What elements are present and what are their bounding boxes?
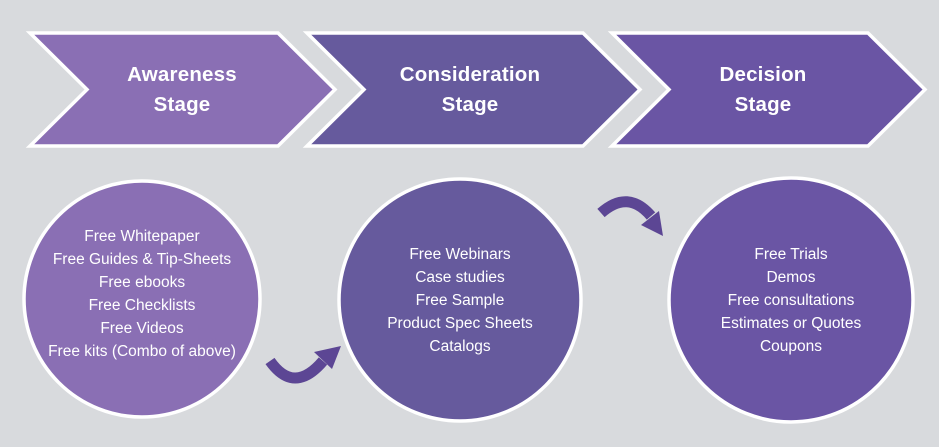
offer-item: Coupons <box>759 337 823 355</box>
curved-arrow-head <box>641 211 663 236</box>
curved-arrow-head <box>314 346 341 369</box>
decision-stage-chevron <box>607 31 928 148</box>
stage-title-line: Consideration <box>399 62 541 86</box>
offer-item: Free Guides & Tip-Sheets <box>52 251 232 268</box>
offer-item: Product Spec Sheets <box>387 314 533 332</box>
consideration-offers-circle <box>337 177 583 423</box>
offer-item: Free Trials <box>754 245 828 263</box>
awareness-offers-circle <box>22 179 262 419</box>
offer-item: Free Webinars <box>409 245 511 263</box>
offer-item: Estimates or Quotes <box>720 314 862 332</box>
curved-arrow-shaft <box>597 196 656 220</box>
offer-item: Free Videos <box>100 320 184 337</box>
arrow-awareness-to-consideration-icon <box>265 346 341 384</box>
awareness-stage-label: Awareness Stage <box>82 33 282 146</box>
stage-title-line: Decision <box>719 62 807 86</box>
stage-title-line: Stage <box>734 92 792 116</box>
offer-item: Free Sample <box>415 291 505 309</box>
offer-item: Free ebooks <box>98 274 186 291</box>
curved-arrow-shaft <box>265 357 328 384</box>
offer-item: Free kits (Combo of above) <box>48 343 236 360</box>
consideration-stage-chevron <box>302 31 643 148</box>
awareness-stage-chevron <box>25 31 338 148</box>
stage-title-line: Stage <box>153 92 211 116</box>
offer-item: Free Checklists <box>88 297 196 314</box>
decision-stage-label: Decision Stage <box>663 33 863 146</box>
offer-item: Case studies <box>415 268 505 286</box>
stage-title-line: Awareness <box>127 62 237 86</box>
arrow-consideration-to-decision-icon <box>597 196 663 236</box>
offer-item: Free Whitepaper <box>84 228 200 245</box>
decision-offers-circle <box>667 176 915 424</box>
consideration-stage-label: Consideration Stage <box>370 33 570 146</box>
offer-item: Demos <box>766 268 816 286</box>
offer-item: Free consultations <box>727 291 855 309</box>
stage-title-line: Stage <box>441 92 499 116</box>
offer-item: Catalogs <box>429 337 491 355</box>
